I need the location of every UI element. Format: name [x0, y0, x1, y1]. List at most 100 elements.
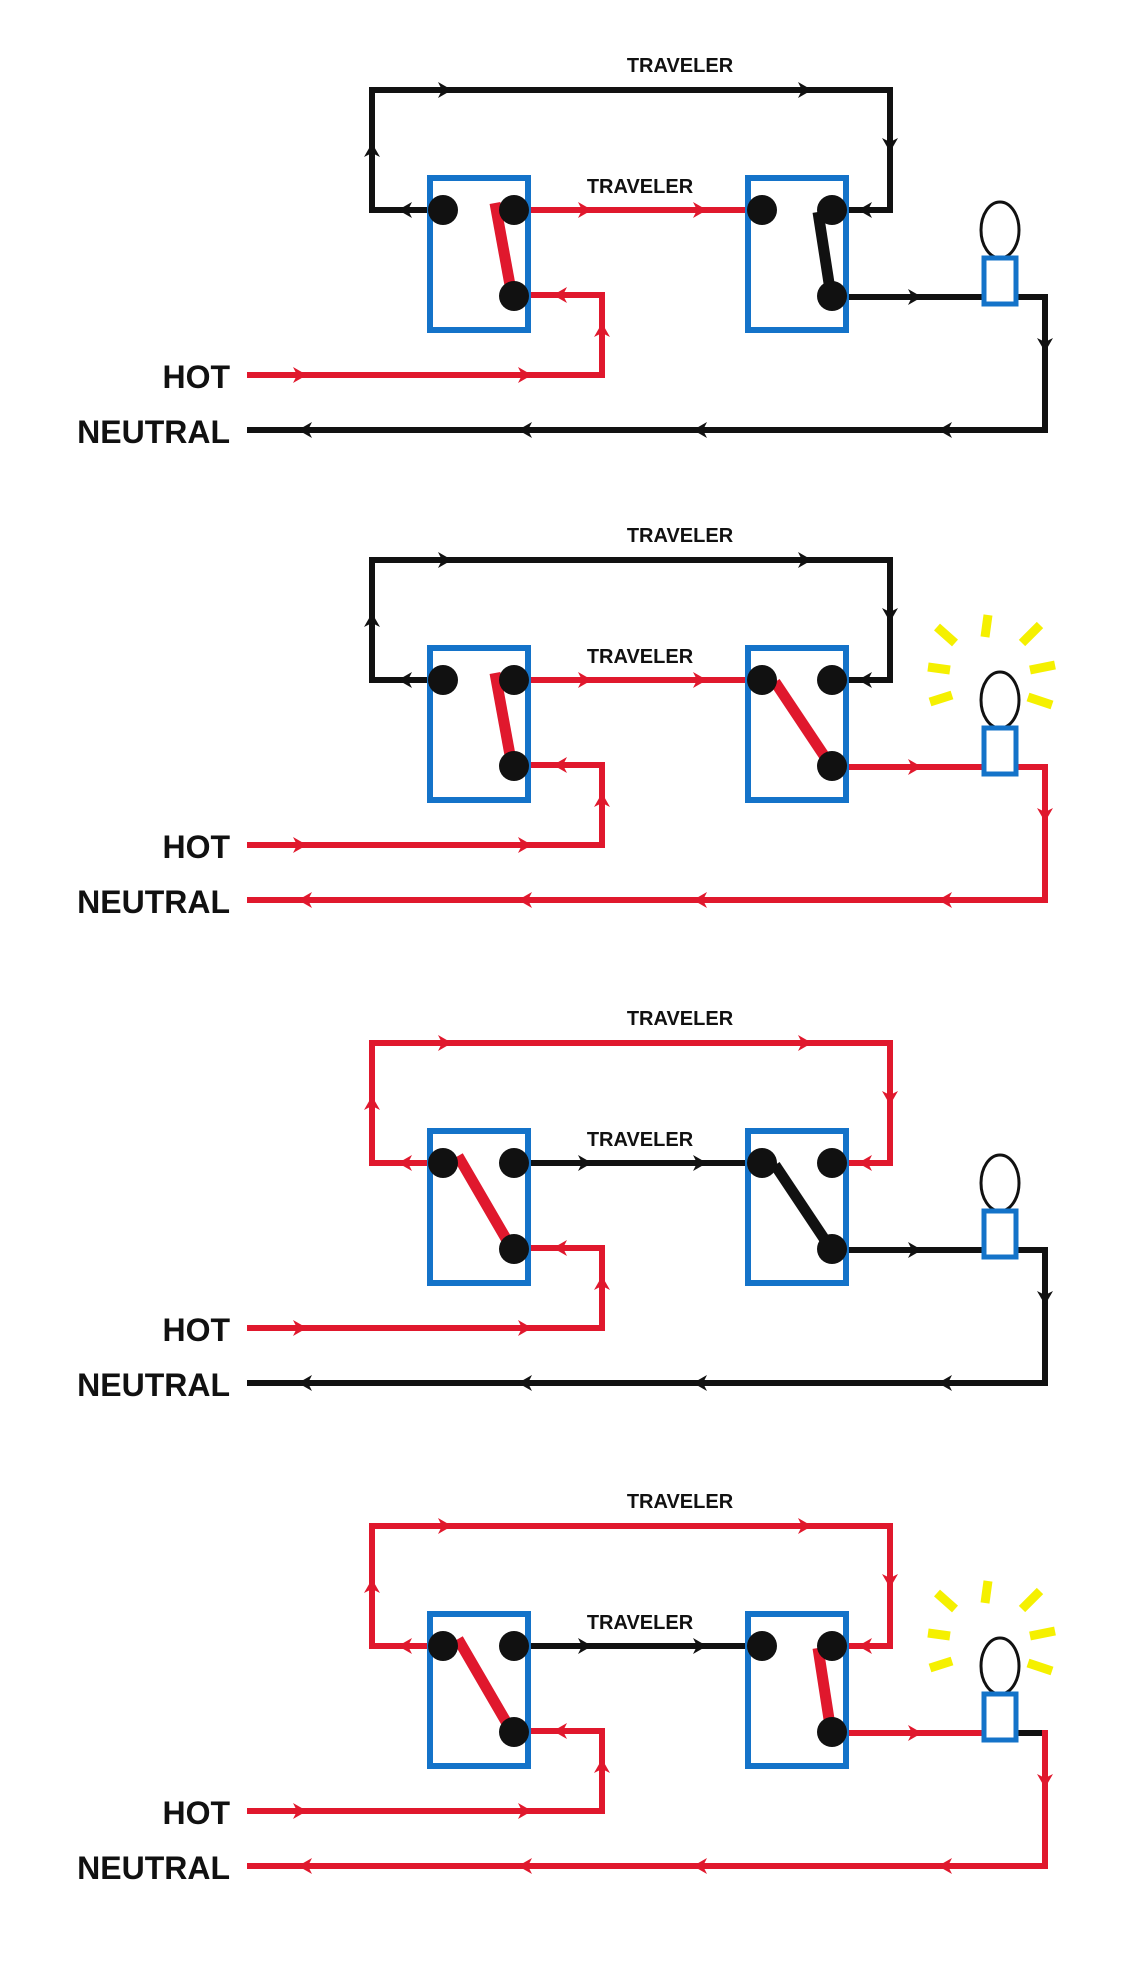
flow-arrow-icon [1037, 1291, 1053, 1305]
flow-arrow-icon [908, 289, 922, 305]
switch-2-terminal-right [817, 1148, 847, 1178]
circuit-panel-4: TRAVELER TRAVELER HOT NEUTRAL [77, 1491, 1056, 1886]
switch-2-terminal-left [747, 665, 777, 695]
flow-arrow-icon [578, 1638, 592, 1654]
top-traveler-label: TRAVELER [627, 1491, 734, 1513]
hot-label: HOT [162, 829, 230, 865]
glow-ray-icon [927, 662, 951, 675]
switch-1-terminal-left [428, 665, 458, 695]
flow-arrow-icon [578, 1155, 592, 1171]
flow-arrow-icon [553, 1240, 567, 1256]
switch-2-terminal-common [817, 1234, 847, 1264]
flow-arrow-icon [518, 1320, 532, 1336]
flow-arrow-icon [908, 1242, 922, 1258]
flow-arrow-icon [882, 1574, 898, 1588]
neutral-wire [247, 764, 1048, 903]
flow-arrow-icon [693, 422, 707, 438]
flow-arrow-icon [293, 1320, 307, 1336]
flow-arrow-icon [438, 1518, 452, 1534]
flow-arrow-icon [798, 1035, 812, 1051]
flow-arrow-icon [1037, 338, 1053, 352]
switch-1-box [427, 645, 531, 803]
flow-arrow-icon [293, 837, 307, 853]
switch-2-terminal-left [747, 1148, 777, 1178]
flow-arrow-icon [693, 672, 707, 688]
neutral-label: NEUTRAL [77, 1850, 230, 1886]
flow-arrow-icon [298, 1858, 312, 1874]
flow-arrow-icon [298, 422, 312, 438]
glow-ray-icon [1018, 1587, 1044, 1613]
glow-ray-icon [1029, 660, 1056, 675]
lamp-base-icon [981, 1208, 1019, 1260]
switch-1-terminal-right [499, 665, 529, 695]
lamp-base-icon [981, 725, 1019, 777]
flow-arrow-icon [398, 1155, 412, 1171]
hot-wire [247, 1245, 605, 1331]
neutral-wire [247, 1730, 1048, 1869]
switch-2-terminal-common [817, 751, 847, 781]
top-traveler-label: TRAVELER [627, 1008, 734, 1030]
flow-arrow-icon [693, 1638, 707, 1654]
flow-arrow-icon [298, 1375, 312, 1391]
flow-arrow-icon [858, 1155, 872, 1171]
switch-1-box [427, 1611, 531, 1769]
switch-2-lever [770, 678, 836, 770]
flow-arrow-icon [594, 793, 610, 807]
flow-arrow-icon [594, 1276, 610, 1290]
flow-arrow-icon [364, 143, 380, 157]
flow-arrow-icon [1037, 1774, 1053, 1788]
flow-arrow-icon [518, 1803, 532, 1819]
top-traveler-wire [369, 557, 893, 683]
flow-arrow-icon [438, 1035, 452, 1051]
switch-1-terminal-left [428, 1631, 458, 1661]
flow-arrow-icon [553, 1723, 567, 1739]
flow-arrow-icon [858, 672, 872, 688]
lamp-base-icon [981, 1691, 1019, 1743]
flow-arrow-icon [518, 892, 532, 908]
switch-2-box [745, 645, 849, 803]
switch-1-terminal-left [428, 195, 458, 225]
switch-1-terminal-left [428, 1148, 458, 1178]
flow-arrow-icon [798, 552, 812, 568]
switch-1-lever [489, 672, 518, 767]
switch-2-box [745, 175, 849, 333]
glow-ray-icon [980, 614, 993, 638]
flow-arrow-icon [693, 1375, 707, 1391]
flow-arrow-icon [882, 138, 898, 152]
lamp-bulb-icon [979, 200, 1021, 260]
flow-arrow-icon [858, 1638, 872, 1654]
flow-arrow-icon [693, 202, 707, 218]
glow-ray-icon [928, 1656, 954, 1673]
switch-2-terminal-left [747, 195, 777, 225]
glow-ray-icon [980, 1580, 993, 1604]
flow-arrow-icon [938, 422, 952, 438]
flow-arrow-icon [438, 82, 452, 98]
flow-arrow-icon [398, 202, 412, 218]
bottom-traveler-label: TRAVELER [587, 1612, 694, 1634]
top-traveler-wire [369, 87, 893, 213]
switch-2-box [745, 1611, 849, 1769]
flow-arrow-icon [293, 1803, 307, 1819]
flow-arrow-icon [938, 892, 952, 908]
switch-1-terminal-common [499, 1717, 529, 1747]
switch-1-terminal-common [499, 751, 529, 781]
flow-arrow-icon [438, 552, 452, 568]
flow-arrow-icon [594, 323, 610, 337]
hot-label: HOT [162, 1795, 230, 1831]
flow-arrow-icon [398, 672, 412, 688]
bottom-traveler-label: TRAVELER [587, 176, 694, 198]
flow-arrow-icon [578, 202, 592, 218]
glow-ray-icon [934, 623, 958, 647]
flow-arrow-icon [298, 892, 312, 908]
flow-arrow-icon [882, 608, 898, 622]
switch-1-terminal-right [499, 1148, 529, 1178]
flow-arrow-icon [518, 1375, 532, 1391]
flow-arrow-icon [938, 1858, 952, 1874]
glow-ray-icon [1029, 1626, 1056, 1641]
flow-arrow-icon [594, 1759, 610, 1773]
switch-2-terminal-left [747, 1631, 777, 1661]
neutral-label: NEUTRAL [77, 884, 230, 920]
glow-ray-icon [1026, 692, 1054, 710]
bottom-traveler-label: TRAVELER [587, 1129, 694, 1151]
